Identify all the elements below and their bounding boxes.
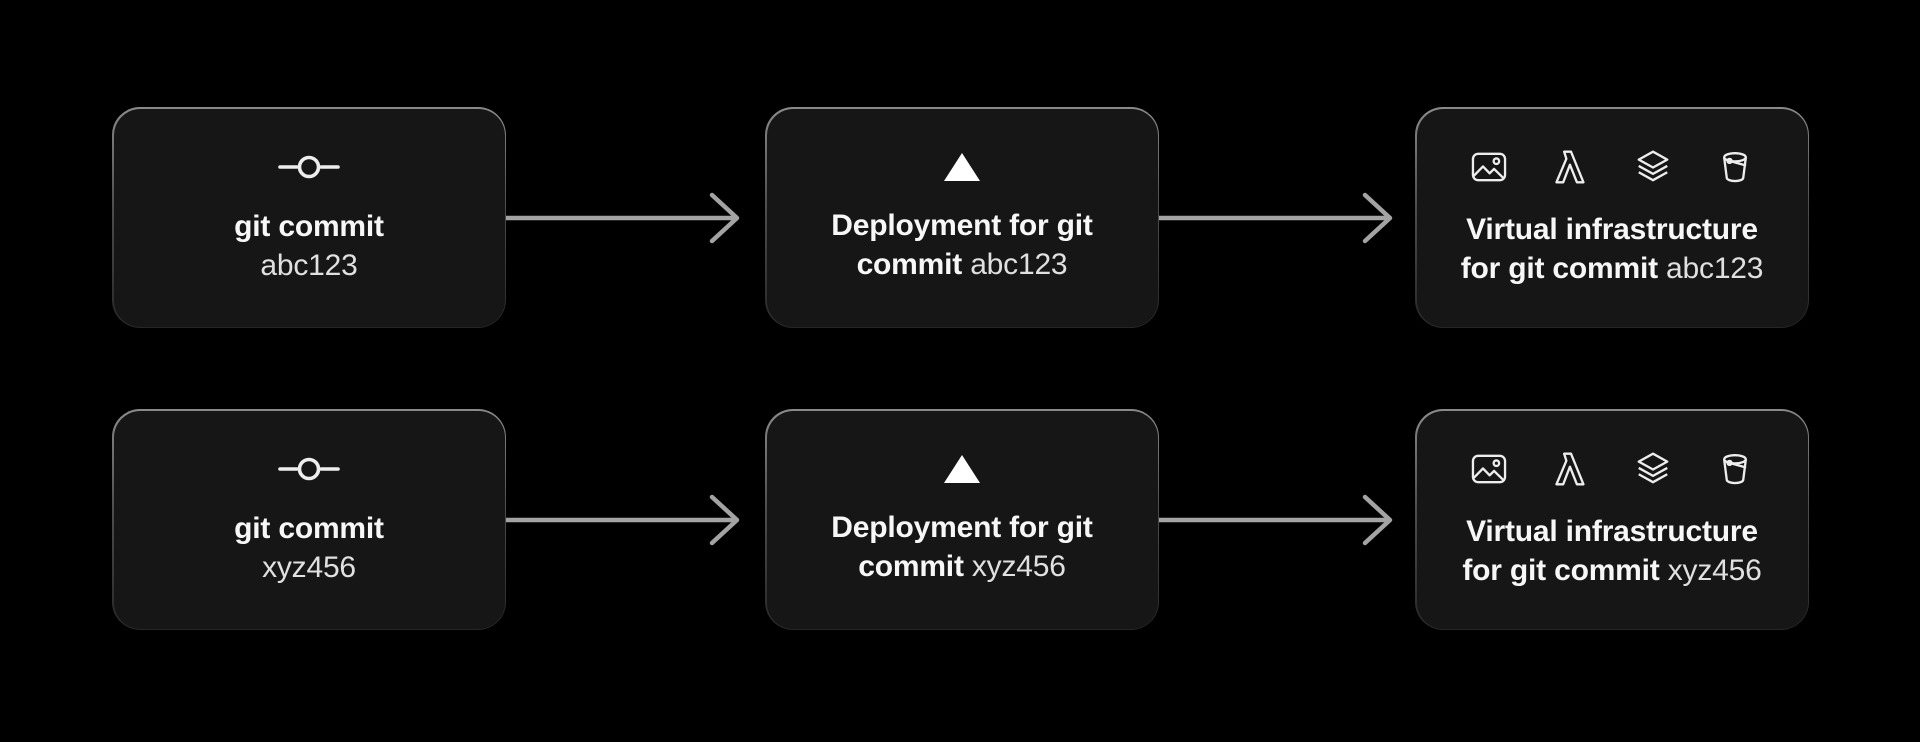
deployment-node-row1: Deployment for git commit abc123 (765, 107, 1159, 328)
icon-zone (943, 454, 981, 484)
card-body: Virtual infrastructure for git commit xy… (1416, 410, 1808, 629)
image-icon (1471, 454, 1507, 483)
vercel-triangle-icon (944, 152, 980, 181)
icon-zone (1470, 148, 1754, 186)
node-title-line1: Virtual infrastructure (1466, 514, 1758, 548)
icon-zone (1470, 450, 1754, 488)
node-title-line2: for git commit xyz456 (1462, 551, 1761, 590)
line2-bold: for git commit (1460, 251, 1658, 285)
commit-hash: xyz456 (963, 549, 1066, 583)
node-title-line1: Virtual infrastructure (1466, 212, 1758, 246)
commit-hash: xyz456 (1659, 553, 1762, 587)
card-body: Deployment for git commit xyz456 (766, 410, 1158, 629)
card-body: git commit abc123 (113, 108, 505, 327)
line2-bold: commit (856, 247, 963, 281)
bucket-icon (1723, 151, 1747, 182)
virtual-infrastructure-node-row1: Virtual infrastructure for git commit ab… (1415, 107, 1809, 328)
commit-hash: abc123 (1657, 251, 1764, 285)
line2-bold: commit (858, 549, 964, 583)
git-commit-node-row1: git commit abc123 (112, 107, 506, 328)
card-body: Virtual infrastructure for git commit ab… (1416, 108, 1808, 327)
arrow-deployment-to-infra-row1 (1159, 192, 1393, 244)
arrow-commit-to-deployment-row1 (506, 192, 740, 244)
card-body: git commit xyz456 (113, 410, 505, 629)
image-icon (1471, 152, 1507, 181)
commit-hash: xyz456 (262, 550, 356, 584)
card-body: Deployment for git commit abc123 (766, 108, 1158, 327)
lambda-icon (1555, 452, 1585, 485)
git-commit-icon (278, 155, 340, 178)
arrow-deployment-to-infra-row2 (1159, 494, 1393, 546)
layers-icon (1637, 452, 1669, 483)
vercel-triangle-icon (944, 454, 980, 483)
bucket-icon (1723, 453, 1747, 484)
node-title-line1: Deployment for git (831, 208, 1093, 242)
node-title-line2: commit abc123 (857, 245, 1068, 284)
layers-icon (1637, 150, 1669, 181)
node-title: git commit (234, 209, 384, 243)
deployment-node-row2: Deployment for git commit xyz456 (765, 409, 1159, 630)
node-title-line2: for git commit abc123 (1461, 249, 1764, 288)
lambda-icon (1555, 150, 1585, 183)
commit-hash: abc123 (260, 248, 358, 282)
git-commit-icon (278, 457, 340, 480)
icon-zone (943, 152, 981, 182)
node-title-line1: Deployment for git (831, 510, 1093, 544)
icon-zone (277, 151, 341, 183)
line2-bold: for git commit (1462, 553, 1660, 587)
commit-hash: abc123 (962, 247, 1068, 281)
node-title: git commit (234, 511, 384, 545)
git-commit-node-row2: git commit xyz456 (112, 409, 506, 630)
icon-zone (277, 453, 341, 485)
node-title-line2: commit xyz456 (858, 547, 1066, 586)
arrow-commit-to-deployment-row2 (506, 494, 740, 546)
virtual-infrastructure-node-row2: Virtual infrastructure for git commit xy… (1415, 409, 1809, 630)
